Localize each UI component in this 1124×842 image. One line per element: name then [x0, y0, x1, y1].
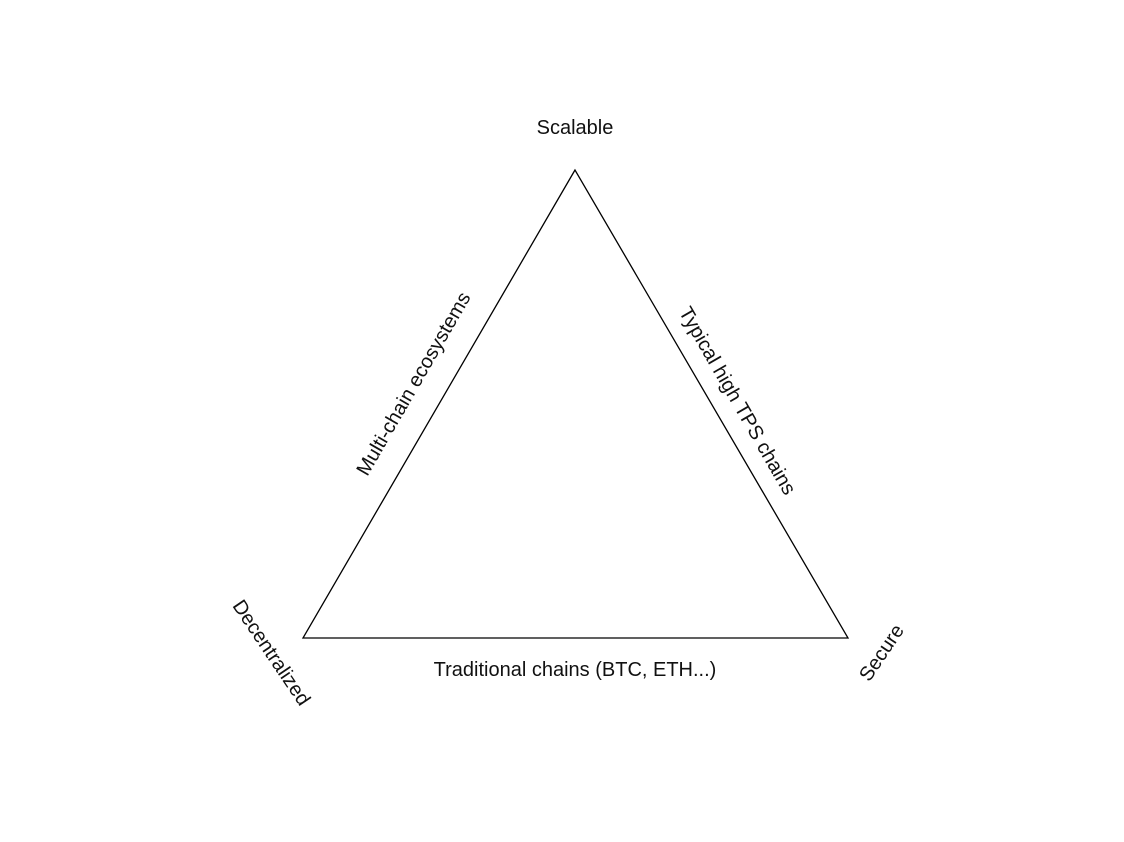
edge-label-traditional-chains: Traditional chains (BTC, ETH...): [433, 659, 717, 681]
vertex-label-scalable: Scalable: [536, 117, 614, 139]
triangle-outline: [301, 168, 850, 639]
